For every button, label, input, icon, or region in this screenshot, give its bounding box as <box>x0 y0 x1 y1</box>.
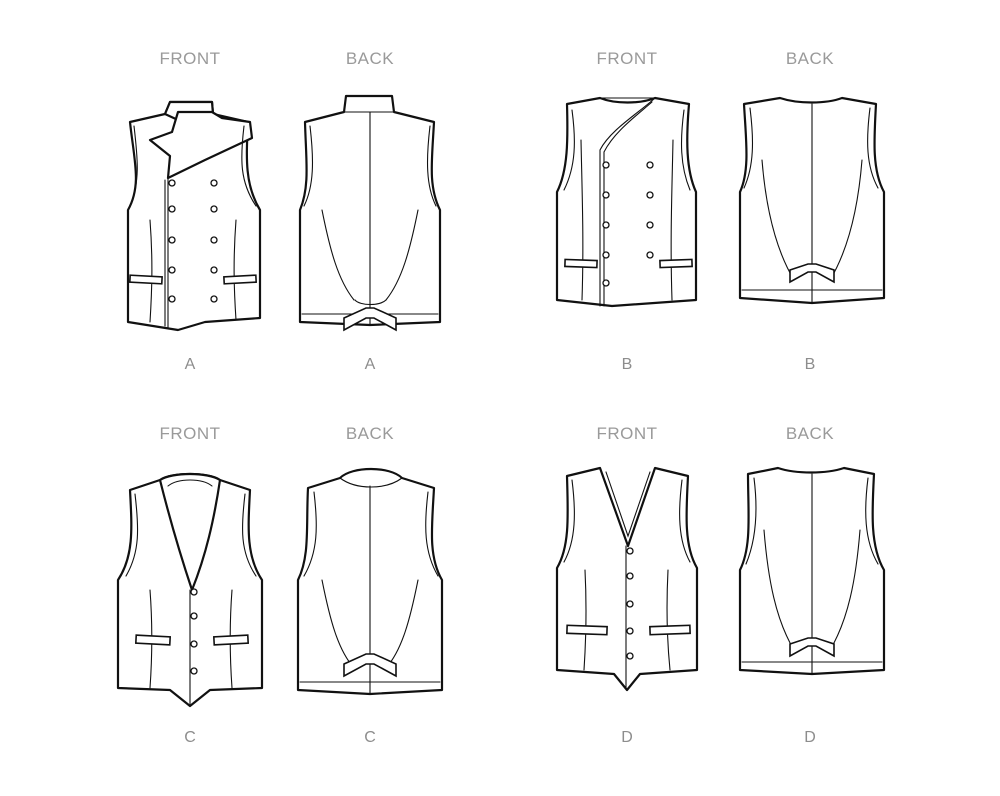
vest-a-back <box>298 94 442 332</box>
letter-d-back: D <box>804 729 816 746</box>
vest-c-back <box>296 468 444 696</box>
view-label-c-back: BACK <box>345 424 395 443</box>
view-label-a-back: BACK <box>345 49 395 68</box>
letter-d-front: D <box>621 729 633 746</box>
view-label-d-back: BACK <box>785 424 835 443</box>
vest-d-back <box>738 466 886 676</box>
view-label-a-front: FRONT <box>159 49 221 68</box>
view-label-c-front: FRONT <box>159 424 221 443</box>
letter-a-front: A <box>184 356 196 373</box>
vest-b-front <box>555 96 698 308</box>
vest-a-front <box>126 100 262 332</box>
view-label-d-front: FRONT <box>596 424 658 443</box>
vest-b-back <box>738 96 886 305</box>
letter-a-back: A <box>364 356 376 373</box>
view-label-b-back: BACK <box>785 49 835 68</box>
letter-b-back: B <box>804 356 816 373</box>
letter-b-front: B <box>621 356 633 373</box>
letter-c-back: C <box>364 729 376 746</box>
vest-d-front <box>555 466 699 692</box>
letter-c-front: C <box>184 729 196 746</box>
vest-c-front <box>116 472 264 708</box>
view-label-b-front: FRONT <box>596 49 658 68</box>
